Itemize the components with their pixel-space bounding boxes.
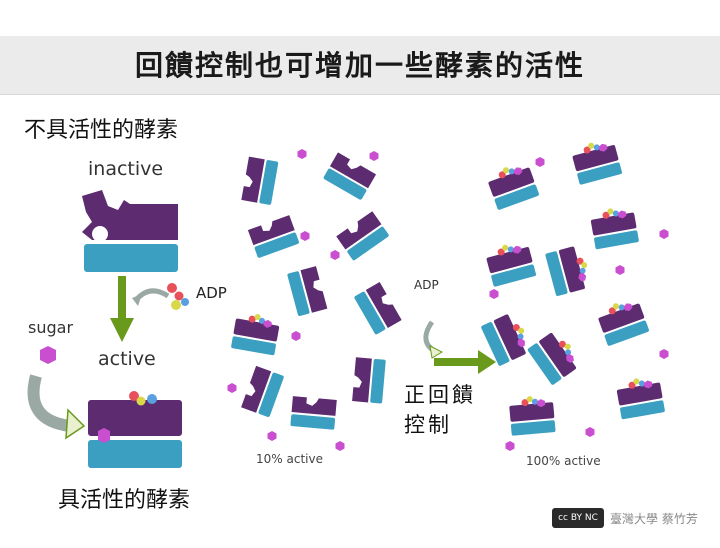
mostly-inactive-enzymes [227,149,402,451]
adp-label-right: ADP [414,278,439,292]
sugar-binding-arrow [27,374,86,440]
credit-text: 臺灣大學 蔡竹芳 [610,512,698,526]
positive-feedback-arrow [434,350,496,374]
sugar-molecule [40,346,56,364]
cc-license-badge: cc BY NC SA [552,508,604,543]
positive-feedback-line1: 正回饋 [404,383,476,407]
ten-percent-active-label: 10% active [256,452,323,466]
active-enzyme-illustration [88,391,182,468]
positive-feedback-line2: 控制 [404,413,452,437]
adp-molecule-left [167,283,189,310]
inactive-enzyme-illustration [82,190,178,272]
title-bar [0,36,720,95]
positive-feedback-label: 正回饋 控制 [400,380,500,444]
activation-arrow [110,276,134,342]
adp-label-left: ADP [196,284,227,302]
inactive-enzyme-label: 不具活性的酵素 [18,112,240,150]
sugar-label: sugar [28,318,74,337]
inactive-label: inactive [88,158,164,180]
adp-binding-arrow [132,288,170,306]
all-active-enzymes [480,136,669,451]
slide-title: 回饋控制也可增加一些酵素的活性 [134,49,585,82]
hundred-percent-active-label: 100% active [526,454,601,468]
active-label: active [98,348,156,370]
active-enzyme-label: 具活性的酵素 [52,484,258,518]
adp-addition-arrow [423,320,444,359]
